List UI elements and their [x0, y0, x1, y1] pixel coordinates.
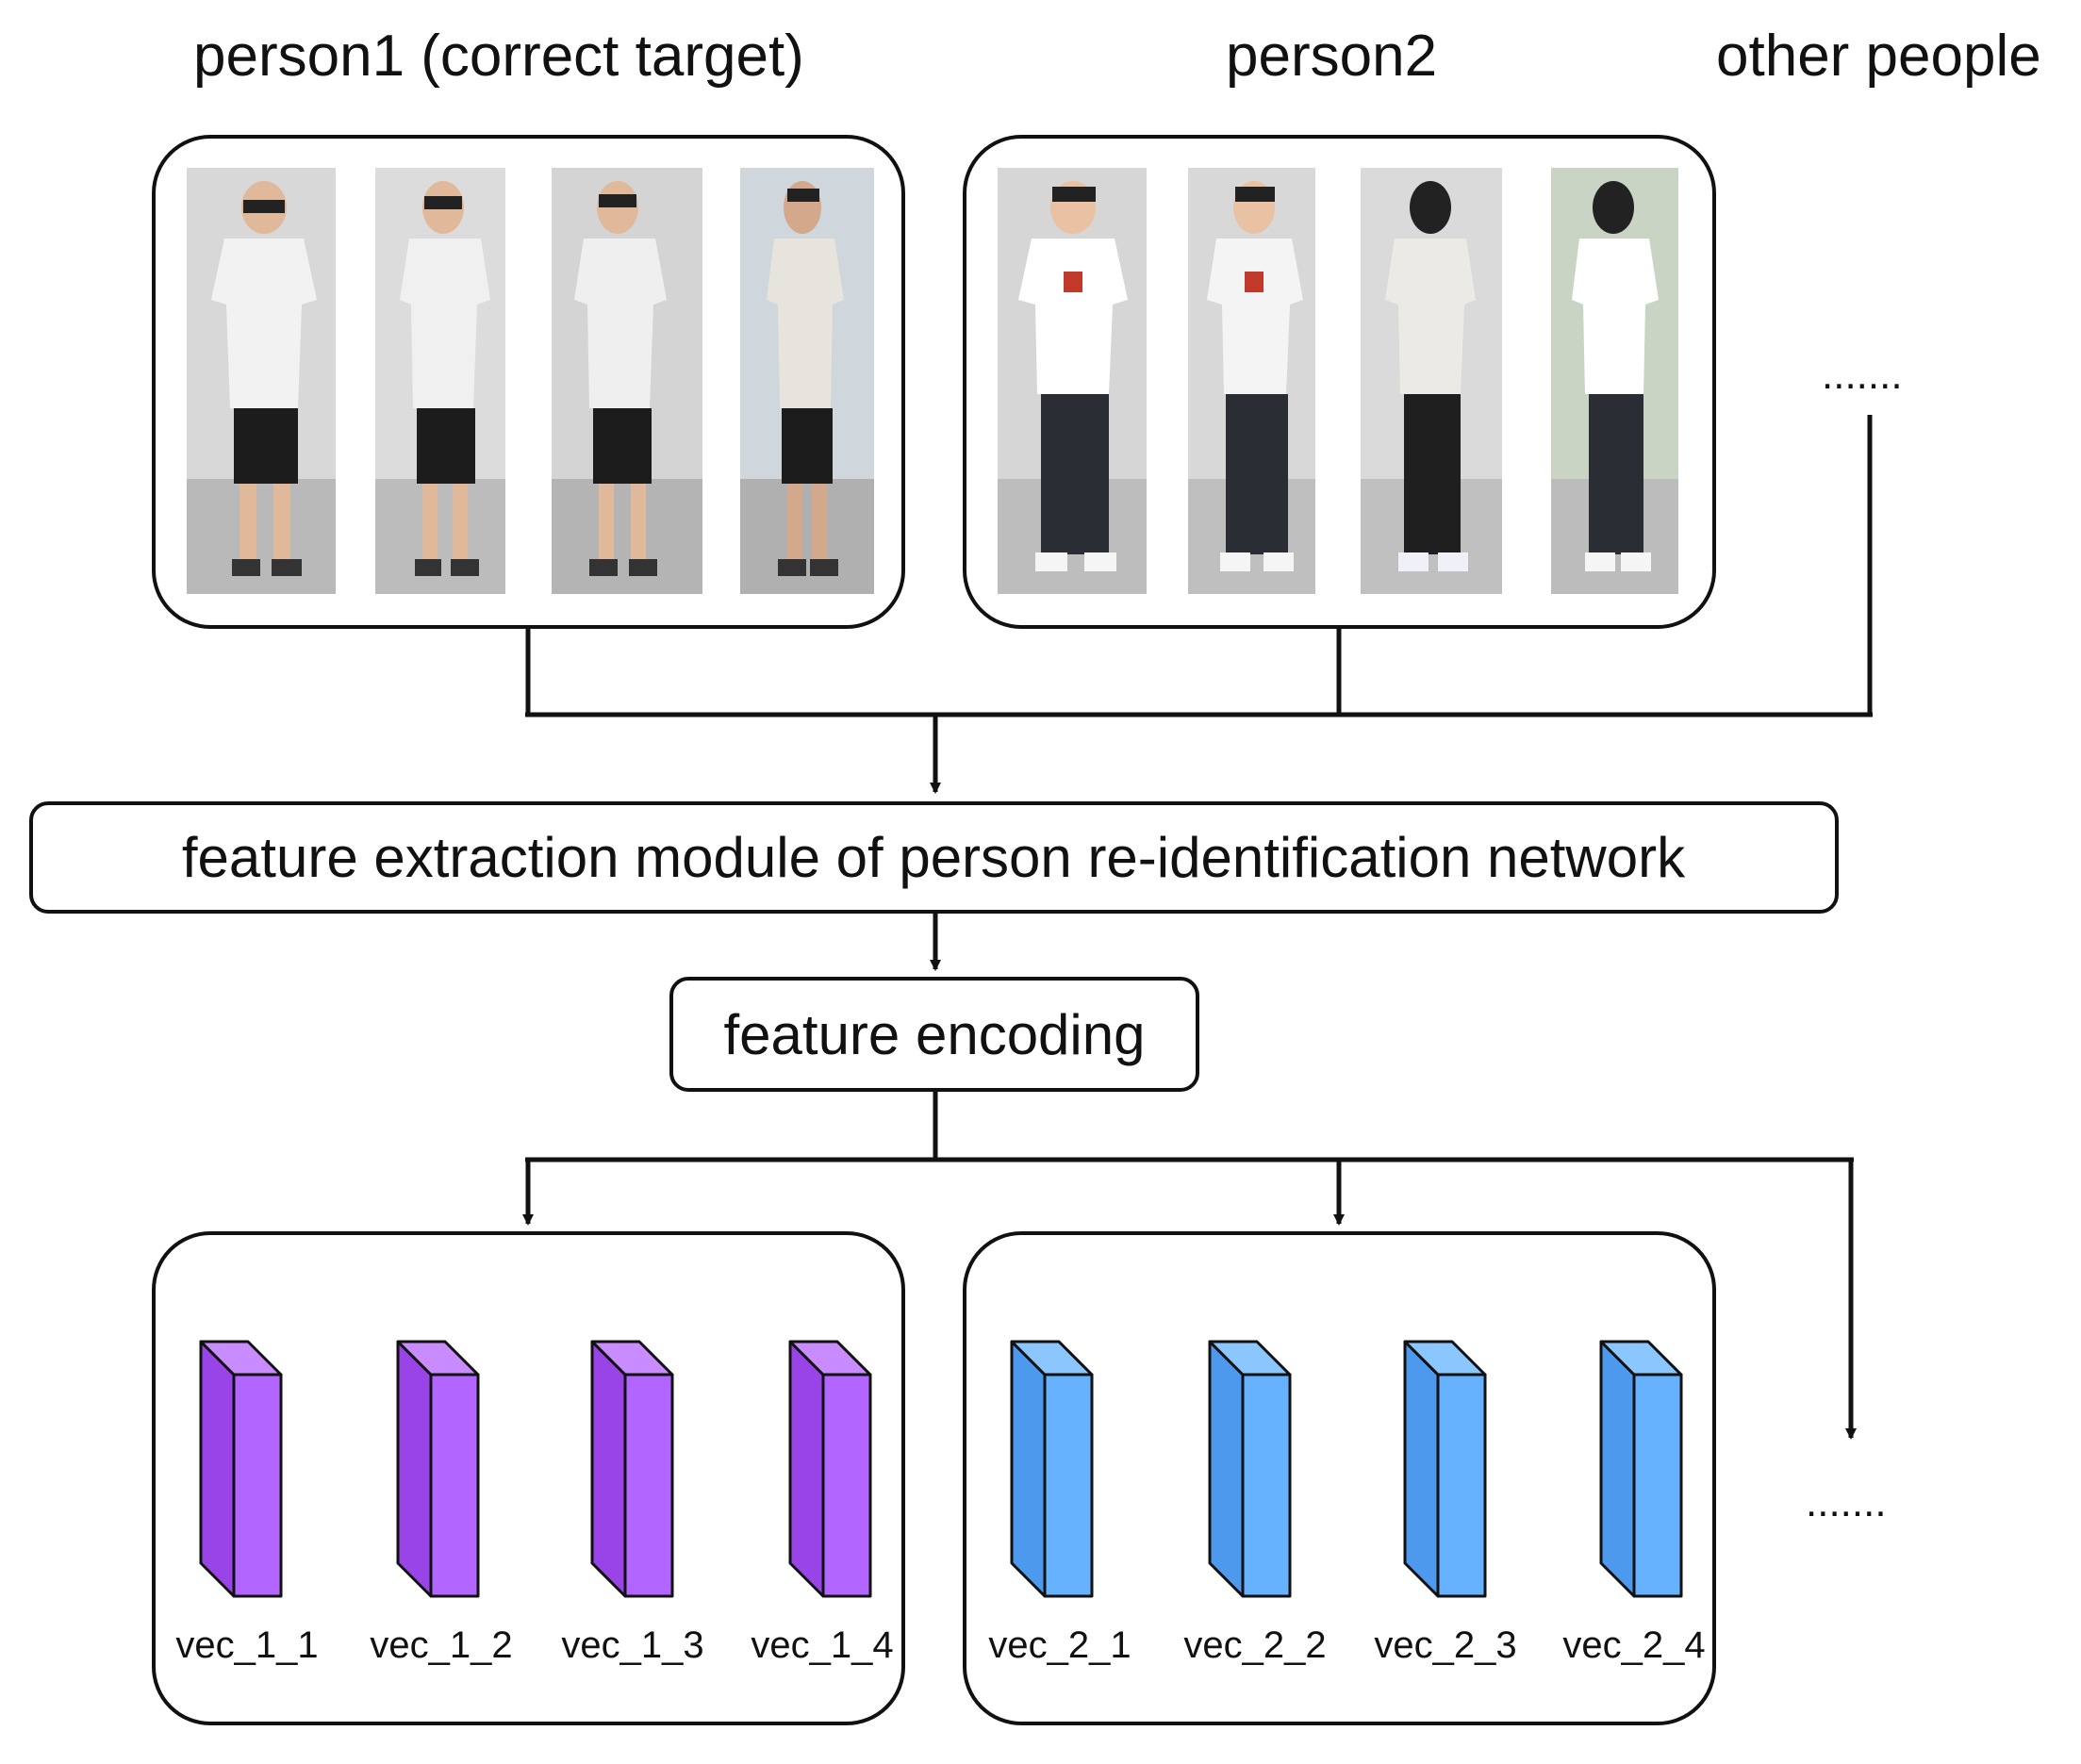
person-photo [552, 168, 702, 594]
person-photo [1188, 168, 1315, 594]
vector-label: vec_1_4 [751, 1624, 893, 1666]
feature-extraction-label: feature extraction module of person re-i… [182, 826, 1686, 889]
person2-vector-group [963, 1231, 1716, 1725]
vector-label: vec_1_2 [370, 1624, 512, 1666]
person2-header: person2 [1226, 24, 1437, 89]
person2-feature-vectors [1010, 1340, 1683, 1598]
person-photo [998, 168, 1147, 594]
feature-vector-block [396, 1340, 480, 1598]
person2-photos [998, 168, 1678, 594]
output-connectors [522, 1090, 1857, 1440]
vector-label: vec_2_1 [988, 1624, 1131, 1666]
feature-vector-block [1208, 1340, 1292, 1598]
person1-feature-vectors [199, 1340, 872, 1598]
person-photo [740, 168, 874, 594]
person1-vector-group [152, 1231, 905, 1725]
feature-encoding-label: feature encoding [723, 1003, 1145, 1066]
person-photo [187, 168, 336, 594]
vector-label: vec_2_4 [1562, 1624, 1705, 1666]
other-people-ellipsis: ....... [1822, 352, 1903, 398]
other-people-header: other people [1716, 24, 2041, 89]
person1-header: person1 (correct target) [193, 24, 804, 89]
person-photo [1551, 168, 1678, 594]
feature-vector-block [1403, 1340, 1487, 1598]
feature-vector-block [1010, 1340, 1094, 1598]
input-connectors [525, 415, 1873, 794]
feature-vector-block [590, 1340, 674, 1598]
vector-label: vec_1_3 [561, 1624, 703, 1666]
person1-photos [187, 168, 874, 594]
feature-vector-block [1599, 1340, 1683, 1598]
feature-vector-block [199, 1340, 283, 1598]
vector-label: vec_2_2 [1183, 1624, 1326, 1666]
other-vectors-ellipsis: ....... [1806, 1479, 1887, 1525]
vector-label: vec_1_1 [175, 1624, 318, 1666]
person-photo [375, 168, 505, 594]
vector-label: vec_2_3 [1374, 1624, 1516, 1666]
person-photo [1361, 168, 1502, 594]
feature-vector-block [788, 1340, 872, 1598]
